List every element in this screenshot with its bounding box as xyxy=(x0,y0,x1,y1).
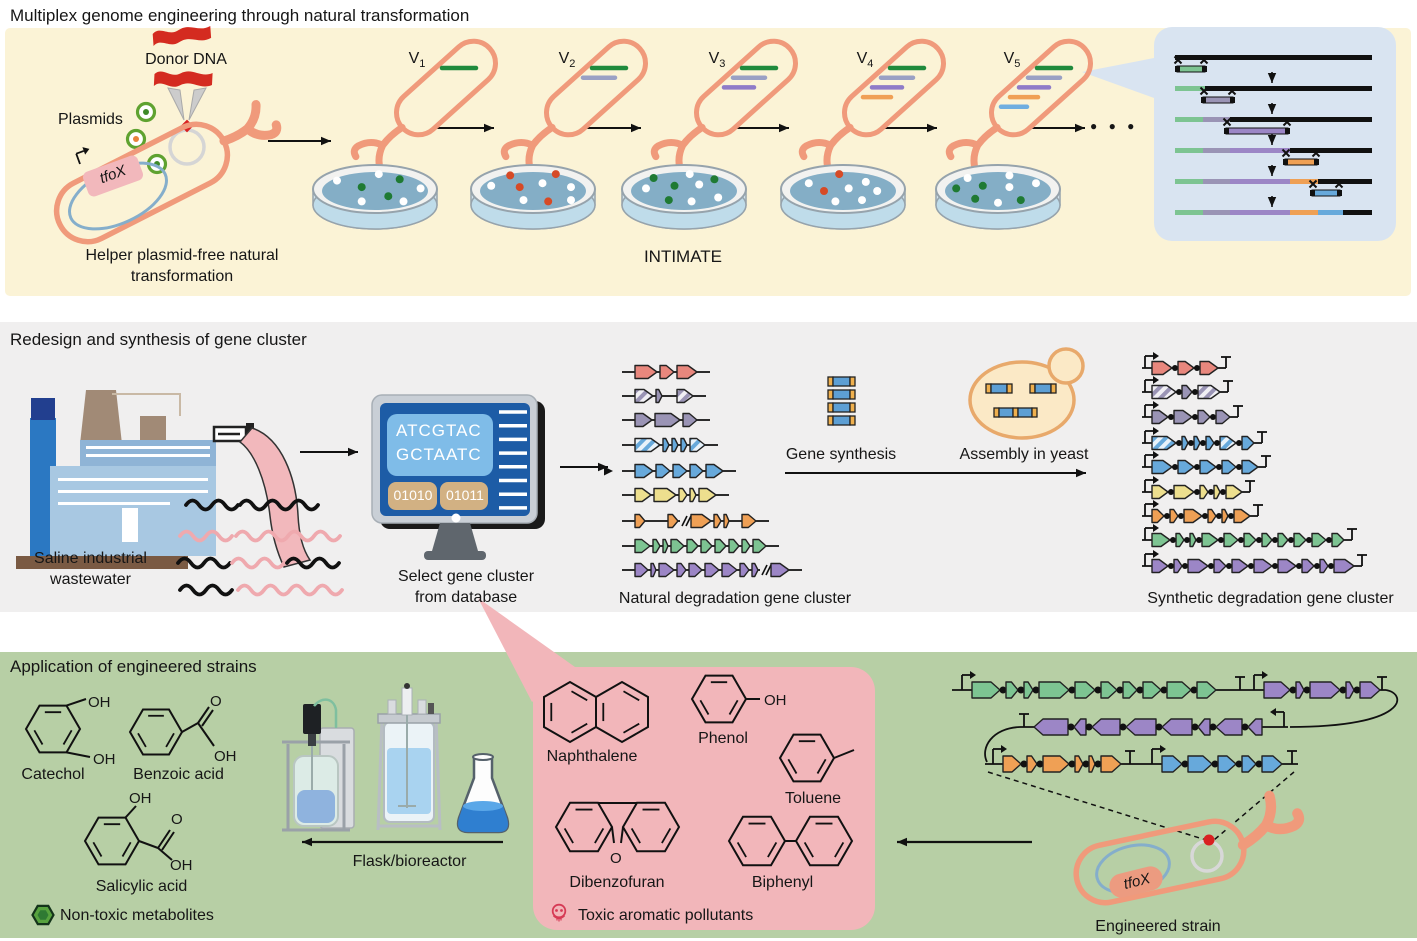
monitor-dna-line2: GCTAATC xyxy=(396,444,482,466)
naphthalene-label: Naphthalene xyxy=(537,746,647,767)
petri-dish xyxy=(313,165,437,229)
salicylic-acid-label: Salicylic acid xyxy=(89,876,194,897)
toluene-label: Toluene xyxy=(773,788,853,809)
bioreactor-left xyxy=(282,700,354,830)
benzoic-acid-structure xyxy=(130,707,214,755)
gene-cluster-row xyxy=(1142,500,1263,523)
petri-dish xyxy=(781,165,905,229)
strain-cluster-row xyxy=(985,745,1298,772)
gene-cluster-row xyxy=(1142,427,1267,450)
gene-cluster-row xyxy=(622,414,710,427)
salicylic-oh-top: OH xyxy=(129,789,152,809)
monitor-chip-1: 01010 xyxy=(389,486,437,504)
flow-arrow xyxy=(268,137,331,145)
gene-cluster-row xyxy=(604,465,736,478)
dibenzofuran-o: O xyxy=(610,849,622,869)
gene-cluster-row xyxy=(622,439,718,452)
catechol-oh-top: OH xyxy=(88,693,111,713)
assembly-in-yeast-label: Assembly in yeast xyxy=(949,444,1099,465)
benzoic-acid-label: Benzoic acid xyxy=(126,764,231,785)
flow-arrow xyxy=(300,448,358,456)
bottom-panel-title: Application of engineered strains xyxy=(10,656,257,678)
natural-cluster-caption: Natural degradation gene cluster xyxy=(600,588,870,609)
assembly-arrow xyxy=(785,469,1086,477)
gene-synthesis-label: Gene synthesis xyxy=(776,444,906,465)
flow-arrow xyxy=(560,463,608,471)
gene-cluster-row xyxy=(622,515,769,528)
synthetic-cluster-caption: Synthetic degradation gene cluster xyxy=(1128,588,1413,609)
factory-illustration xyxy=(16,390,310,569)
gene-cluster-row xyxy=(1142,524,1357,547)
backdrop-shapes xyxy=(478,27,1396,930)
gene-cluster-row xyxy=(1142,451,1271,474)
strain-gene-cluster xyxy=(952,671,1397,840)
variant-label: V1 xyxy=(397,48,437,72)
petri-dish xyxy=(936,165,1060,229)
bioreactor-middle xyxy=(378,683,440,830)
monitor-caption: Select gene cluster from database xyxy=(382,566,550,608)
monitor-dna-line1: ATCGTAC xyxy=(396,420,482,442)
wastewater-caption: Saline industrial wastewater xyxy=(8,548,173,590)
gene-cluster-row xyxy=(1142,352,1231,375)
middle-panel-art xyxy=(16,349,1367,595)
catechol-label: Catechol xyxy=(13,764,93,785)
engineered-strain-bacterium xyxy=(1071,793,1303,908)
phenol-label: Phenol xyxy=(688,728,758,749)
variant-label: V4 xyxy=(845,48,885,72)
benzoic-oh: OH xyxy=(214,747,237,767)
nontoxic-label: Non-toxic metabolites xyxy=(60,905,214,926)
salicylic-acid-structure xyxy=(85,806,174,864)
benzoic-o: O xyxy=(210,692,222,712)
plasmids-label: Plasmids xyxy=(58,109,123,130)
salicylic-o: O xyxy=(171,810,183,830)
phenol-oh: OH xyxy=(764,691,787,711)
yeast-cell xyxy=(970,349,1083,438)
petri-dish xyxy=(471,165,595,229)
dibenzofuran-label: Dibenzofuran xyxy=(557,872,677,893)
tfox-promoter-icon xyxy=(75,145,93,164)
gene-cluster-row xyxy=(622,489,729,502)
petri-dish xyxy=(622,165,746,229)
top-panel-title: Multiplex genome engineering through nat… xyxy=(10,5,469,27)
gene-cluster-row xyxy=(622,390,706,403)
variant-label: V5 xyxy=(992,48,1032,72)
flow-arrow xyxy=(437,124,494,132)
intimate-label: INTIMATE xyxy=(608,246,758,268)
biphenyl-label: Biphenyl xyxy=(740,872,825,893)
toxic-label: Toxic aromatic pollutants xyxy=(578,905,753,926)
catechol-structure xyxy=(26,699,90,757)
gene-cluster-row xyxy=(1142,401,1243,424)
flow-arrow xyxy=(583,124,641,132)
salicylic-oh-right: OH xyxy=(170,856,193,876)
flask-bioreactor-caption: Flask/bioreactor xyxy=(342,851,477,872)
gene-cluster-row xyxy=(1142,376,1233,399)
natural-gene-clusters xyxy=(604,366,802,577)
gene-cluster-row xyxy=(1142,476,1255,499)
donor-dna-label: Donor DNA xyxy=(106,49,266,70)
monitor-chip-2: 01011 xyxy=(441,486,489,504)
helper-caption: Helper plasmid-free natural transformati… xyxy=(57,245,307,287)
catechol-oh-bottom: OH xyxy=(93,750,116,770)
middle-panel-title: Redesign and synthesis of gene cluster xyxy=(10,329,307,351)
ellipsis-dots: ● ● ● xyxy=(1090,119,1138,135)
gene-cluster-row xyxy=(1142,550,1367,573)
nontoxic-hexagon-icon xyxy=(33,906,54,924)
gene-cluster-row xyxy=(622,564,802,577)
erlenmeyer-flask xyxy=(458,754,508,832)
variant-label: V2 xyxy=(547,48,587,72)
gene-cluster-row xyxy=(622,540,779,553)
gene-synthesis-fragments xyxy=(828,377,855,425)
flask-arrow xyxy=(302,838,503,846)
strain-cluster-row xyxy=(1019,708,1288,735)
strain-cluster-row xyxy=(952,671,1387,698)
variant-label: V3 xyxy=(697,48,737,72)
strain-arrow xyxy=(897,838,1032,846)
engineered-strain-caption: Engineered strain xyxy=(1058,916,1258,937)
gene-cluster-row xyxy=(622,366,710,379)
synthetic-gene-clusters xyxy=(1142,352,1367,573)
